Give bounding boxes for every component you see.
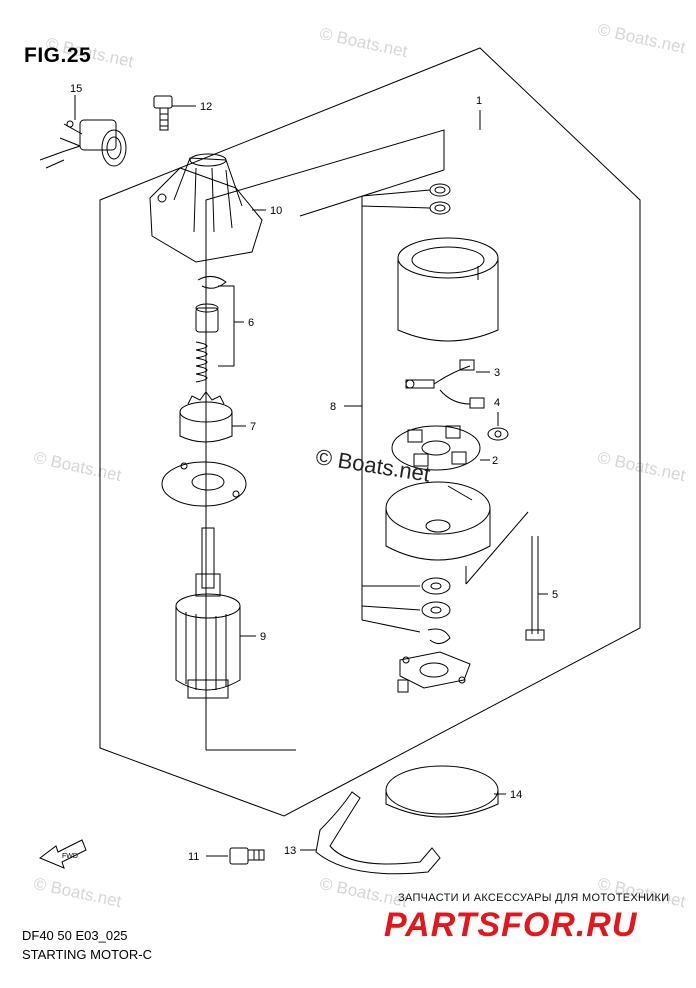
clamp-band: [385, 765, 506, 818]
inner-outline: [299, 169, 445, 217]
brush-lead: [405, 359, 490, 409]
bolt-11: [206, 847, 265, 865]
mounting-plate: [397, 651, 471, 693]
callout-3: 3: [494, 367, 500, 379]
stop-collar-and-spring: [195, 285, 244, 383]
diagram-code: DF40 50 E03_025: [22, 928, 128, 943]
brush-holder: [391, 425, 490, 471]
callout-12: 12: [200, 101, 212, 113]
diagram-caption: STARTING MOTOR-C: [22, 947, 152, 962]
o-rings-upper: [361, 183, 451, 620]
fwd-label: FWD: [62, 853, 78, 860]
inner-outline: [205, 129, 445, 750]
pinion-drive: [179, 391, 246, 443]
callout-15: 15: [70, 83, 82, 95]
callout-13: 13: [284, 845, 296, 857]
callout-14: 14: [510, 789, 522, 801]
bracket-strap: [300, 791, 441, 875]
callout-7: 7: [250, 421, 256, 433]
callout-11: 11: [188, 851, 199, 863]
snap-ring: [197, 276, 227, 289]
callout-4: 4: [494, 397, 500, 409]
bolt-12: [153, 95, 196, 131]
fwd-arrow-icon: FWD: [39, 839, 87, 869]
assembly-outline: [99, 47, 641, 817]
callout-5: 5: [552, 589, 558, 601]
solenoid-switch: [39, 95, 127, 169]
armature: [175, 527, 256, 699]
through-bolt: [465, 511, 548, 641]
yoke-field-frame: [397, 237, 499, 342]
brand-logo: PARTSFOR.RU: [384, 906, 638, 944]
banner-tagline: ЗАПЧАСТИ И АКСЕССУАРЫ ДЛЯ МОТОТЕХНИКИ: [398, 892, 670, 904]
brush-spring: [487, 412, 509, 441]
callout-8: 8: [330, 401, 336, 413]
washers: [361, 577, 451, 644]
thrust-plate: [161, 461, 247, 507]
drive-end-housing: [149, 153, 266, 263]
callout-6: 6: [248, 317, 254, 329]
commutator-end-frame: [385, 481, 491, 561]
callout-1: 1: [476, 95, 482, 107]
callout-9: 9: [260, 631, 266, 643]
callout-2: 2: [492, 455, 498, 467]
callout-10: 10: [270, 205, 282, 217]
figure-title: FIG.25: [24, 44, 92, 67]
